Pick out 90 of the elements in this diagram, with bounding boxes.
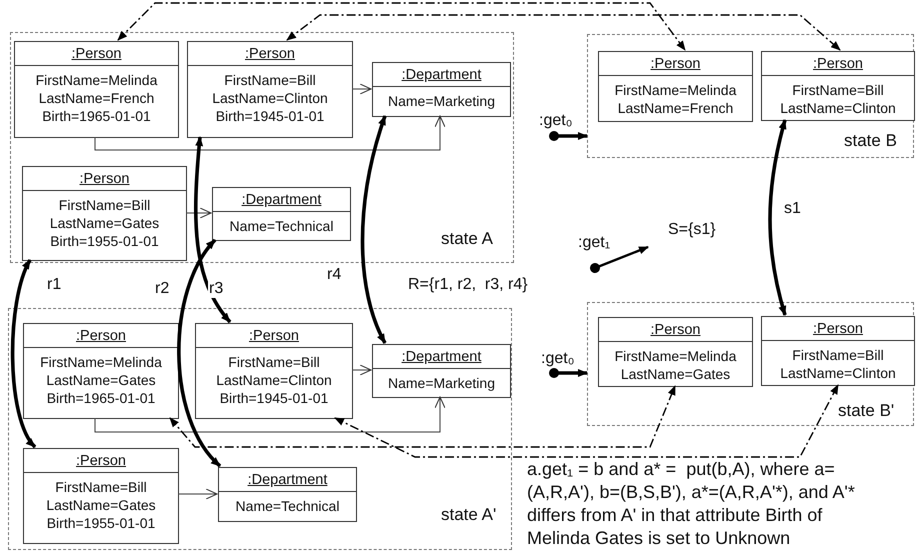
object-box — [761, 316, 915, 386]
object-box — [22, 166, 187, 261]
object-name: :Department — [242, 192, 322, 208]
object-box — [372, 62, 511, 117]
attribute-text: FirstName=Melinda — [614, 347, 736, 365]
object-name: :Person — [80, 171, 130, 187]
attribute-text: Birth=1965-01-01 — [46, 389, 156, 407]
attribute-text: FirstName=Melinda — [36, 71, 158, 89]
state-label: state B' — [838, 401, 894, 421]
attribute-text: Name=Marketing — [388, 374, 495, 392]
edge-label: r3 — [208, 280, 224, 298]
association-arrow — [352, 364, 372, 376]
object-name: :Department — [402, 349, 482, 365]
state-label: state A' — [441, 505, 496, 525]
attribute-text: FirstName=Melinda — [614, 81, 736, 99]
attribute-text: Name=Technical — [236, 497, 340, 515]
object-name: :Person — [650, 56, 700, 72]
arrow — [549, 131, 588, 141]
attribute-text: LastName=Gates — [620, 365, 730, 383]
object-name: :Person — [813, 56, 863, 72]
attribute-text: LastName=Clinton — [780, 99, 896, 117]
state-region — [10, 32, 514, 263]
attribute-text: LastName=Clinton — [212, 89, 328, 107]
association-arrow — [352, 84, 372, 94]
attribute-text: FirstName=Bill — [792, 346, 884, 364]
object-name: :Department — [248, 472, 328, 488]
attribute-text: Birth=1945-01-01 — [220, 389, 328, 407]
state-region — [8, 308, 512, 550]
attribute-text: LastName=French — [618, 99, 734, 117]
attribute-text: LastName=Gates — [46, 496, 156, 514]
edge-label: :get₀ — [538, 112, 574, 130]
operation-label: :get₁ — [578, 234, 610, 252]
object-box — [598, 51, 753, 122]
attribute-text: FirstName=Bill — [228, 353, 320, 371]
attribute-text: FirstName=Melinda — [40, 353, 162, 371]
attribute-text: FirstName=Bill — [55, 478, 147, 496]
state-region — [587, 34, 914, 158]
attribute-text: Birth=1945-01-01 — [216, 107, 324, 125]
attribute-text: FirstName=Bill — [792, 81, 884, 99]
set-label: S={s1} — [668, 221, 716, 239]
object-name: :Person — [249, 328, 299, 344]
arrow — [360, 115, 387, 344]
attribute-text: LastName=Gates — [50, 214, 160, 232]
association-arrow — [186, 208, 212, 218]
arrow — [768, 119, 787, 316]
object-box — [23, 448, 179, 544]
arrow — [177, 238, 222, 468]
attribute-text: Name=Marketing — [388, 92, 495, 110]
association-arrow — [94, 116, 446, 150]
dash-dot-arrow — [286, 14, 841, 51]
object-box — [187, 41, 353, 138]
object-name: :Person — [76, 328, 126, 344]
object-box — [212, 187, 351, 241]
object-name: :Person — [650, 322, 700, 338]
association-arrow — [94, 396, 446, 432]
object-box — [218, 467, 357, 522]
dash-dot-arrow — [117, 2, 686, 51]
attribute-text: Birth=1955-01-01 — [46, 514, 156, 532]
arrow — [10, 259, 36, 448]
dash-dot-arrow — [169, 385, 676, 448]
arrow — [549, 368, 588, 378]
attribute-text: Birth=1955-01-01 — [50, 232, 159, 250]
note-text: a.get₁ = b and a* = put(b,A), where a=(A,R,A'), b=(B,S,B'), a*=(A,R,A'*), and A'* differs from A' in that attribute Birth of Melinda Gates is set to Unknown — [527, 458, 856, 550]
object-box — [14, 41, 179, 138]
object-box — [598, 317, 753, 387]
object-box — [372, 344, 511, 398]
object-box — [195, 323, 353, 419]
attribute-text: FirstName=Bill — [58, 196, 150, 214]
attribute-text: Birth=1965-01-01 — [42, 107, 151, 125]
object-box — [761, 51, 915, 121]
state-label: state A — [441, 229, 493, 249]
object-name: :Person — [72, 46, 122, 62]
attribute-text: LastName=Gates — [46, 371, 156, 389]
object-name: :Department — [402, 67, 482, 83]
object-name: :Person — [245, 46, 295, 62]
attribute-text: LastName=Clinton — [780, 364, 896, 382]
association-arrow — [178, 488, 218, 500]
attribute-text: FirstName=Bill — [224, 71, 316, 89]
arrow — [194, 136, 232, 324]
attribute-text: LastName=Clinton — [216, 371, 332, 389]
attribute-text: LastName=French — [38, 89, 154, 107]
object-box — [23, 323, 179, 419]
edge-label: :get₀ — [540, 350, 576, 368]
dash-dot-arrow — [334, 384, 839, 458]
state-region — [587, 302, 914, 426]
set-label: R={r1, r2, r3, r4} — [408, 276, 528, 294]
state-label: state B — [844, 131, 897, 151]
attribute-text: Name=Technical — [230, 217, 334, 235]
object-name: :Person — [813, 321, 863, 337]
object-name: :Person — [76, 453, 126, 469]
